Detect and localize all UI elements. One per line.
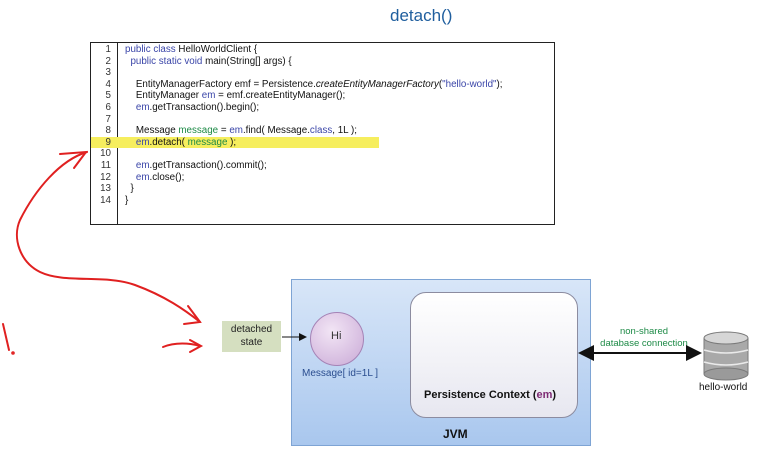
code-line: 2 public static void main(String[] args)…	[105, 55, 292, 67]
slide-title: detach()	[390, 6, 453, 25]
persistence-context-label: Persistence Context (em)	[424, 389, 557, 401]
database-icon	[703, 331, 749, 381]
code-line: 3	[105, 67, 111, 79]
code-line: 12 em.close();	[100, 171, 185, 183]
code-line: 8 Message message = em.find( Message.cla…	[105, 125, 357, 137]
database-label: hello-world	[699, 382, 748, 393]
code-line: 7	[105, 113, 111, 125]
code-line: 4 EntityManagerFactory emf = Persistence…	[105, 78, 503, 90]
code-line: 6 em.getTransaction().begin();	[105, 102, 260, 113]
code-line: 13 }	[100, 183, 134, 195]
red-annotation	[2, 150, 204, 355]
code-line: 11 em.getTransaction().commit();	[100, 160, 267, 171]
code-line: 14}	[100, 194, 129, 206]
entity-value: Hi	[331, 330, 342, 342]
persistence-context-box	[410, 292, 578, 418]
code-line: 5 EntityManager em = emf.createEntityMan…	[105, 90, 346, 102]
code-line-highlighted: 9 em.detach( message );	[91, 136, 379, 149]
line-number-gutter	[91, 43, 118, 224]
entity-circle	[310, 312, 364, 366]
entity-label: Message[ id=1L ]	[302, 368, 379, 379]
code-line: 10	[100, 148, 111, 160]
jvm-label: JVM	[443, 427, 468, 441]
